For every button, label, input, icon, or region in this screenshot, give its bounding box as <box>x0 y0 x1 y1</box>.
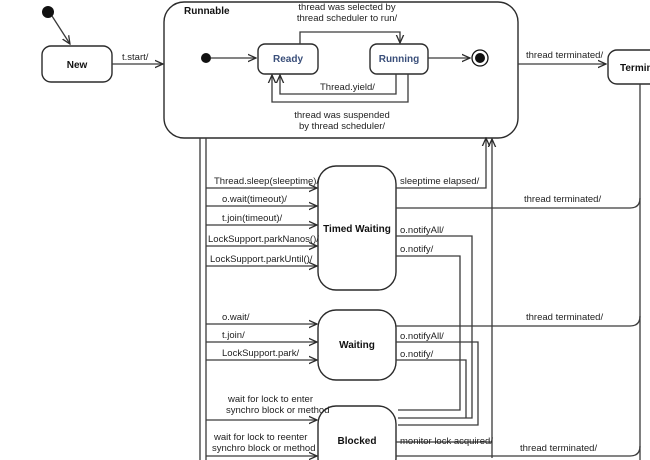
terminated-top-label: thread terminated/ <box>526 50 603 61</box>
tw-sleeptime-elapsed <box>396 178 487 189</box>
yield-label: Thread.yield/ <box>320 82 375 93</box>
notify-1-label: o.notify/ <box>400 244 434 255</box>
selected-label-2: thread scheduler to run/ <box>297 13 398 24</box>
state-waiting <box>317 309 397 381</box>
monitor-acquired-label: monitor lock acquired/ <box>400 436 493 447</box>
selected-label-1: thread was selected by <box>298 2 395 13</box>
park-label: LockSupport.park/ <box>222 348 299 359</box>
state-runnable-label: Runnable <box>184 6 230 17</box>
initial-transition <box>51 15 70 44</box>
join-timeout-label: t.join(timeout)/ <box>222 213 283 224</box>
running-to-ready-yield <box>280 74 397 95</box>
lock-reenter-2-label: synchro block or method <box>212 443 316 454</box>
t-join-label: t.join/ <box>222 330 245 341</box>
state-running-label: Running <box>379 54 420 65</box>
tw-to-terminated <box>396 197 641 209</box>
terminated-tw-label: thread terminated/ <box>524 194 601 205</box>
state-terminated-label: Termin <box>620 63 650 74</box>
state-running <box>369 43 429 75</box>
state-timed-waiting-label: Timed Waiting <box>323 224 391 235</box>
state-ready-label: Ready <box>273 54 303 65</box>
sleep-label: Thread.sleep(sleeptime)/ <box>214 176 319 187</box>
state-ready <box>257 43 319 75</box>
state-timed-waiting <box>317 165 397 291</box>
state-blocked-label: Blocked <box>338 436 377 447</box>
notify-all-1-label: o.notifyAll/ <box>400 225 444 236</box>
sleeptime-elapsed-label: sleeptime elapsed/ <box>400 176 480 187</box>
state-new-label: New <box>67 60 88 71</box>
w-to-terminated <box>396 315 641 327</box>
park-until-label: LockSupport.parkUntil()/ <box>210 254 313 265</box>
notify-2-label: o.notify/ <box>400 349 434 360</box>
b-to-terminated <box>396 445 641 457</box>
wait-timeout-label: o.wait(timeout)/ <box>222 194 287 205</box>
suspended-label-2: by thread scheduler/ <box>299 121 385 132</box>
state-runnable <box>163 1 519 139</box>
suspended-label-1: thread was suspended <box>294 110 390 121</box>
tw-notify <box>396 255 461 411</box>
terminated-b-label: thread terminated/ <box>520 443 597 454</box>
tw-notify-all <box>396 235 473 419</box>
ready-to-running <box>299 31 400 44</box>
lock-enter-1-label: wait for lock to enter <box>227 394 313 405</box>
park-nanos-label: LockSupport.parkNanos()/ <box>208 234 319 245</box>
state-waiting-label: Waiting <box>339 340 375 351</box>
state-blocked <box>317 405 397 460</box>
transition-start-label: t.start/ <box>122 52 149 63</box>
terminated-w-label: thread terminated/ <box>526 312 603 323</box>
lock-reenter-1-label: wait for lock to reenter <box>213 432 307 443</box>
initial-state-dot <box>42 6 54 18</box>
running-to-ready-suspended <box>272 74 409 103</box>
lock-enter-2-label: synchro block or method <box>226 405 330 416</box>
w-notify-all <box>396 341 479 426</box>
notify-all-2-label: o.notifyAll/ <box>400 331 444 342</box>
runnable-final-dot <box>475 53 485 63</box>
o-wait-label: o.wait/ <box>222 312 250 323</box>
runnable-initial-dot <box>201 53 211 63</box>
w-notify <box>396 359 467 418</box>
state-terminated <box>607 49 650 85</box>
